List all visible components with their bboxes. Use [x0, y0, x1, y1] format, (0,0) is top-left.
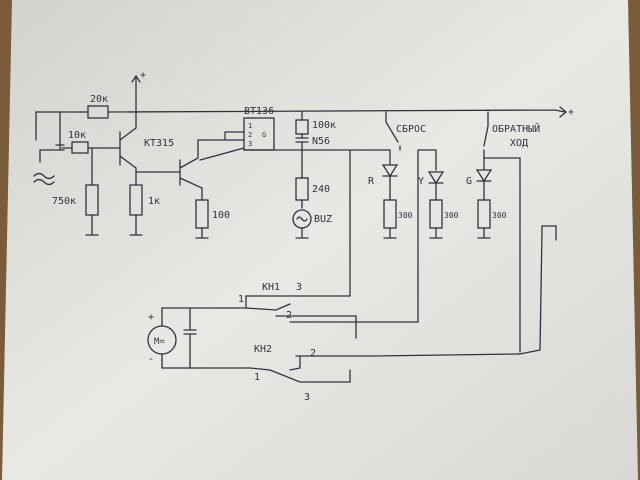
supply-plus-right: +	[568, 107, 574, 118]
circuit-labels: + + 20к 10к 750к КТ315 1к 100 BT136 1 2 …	[52, 70, 574, 403]
label-triac-pin3: 3	[248, 140, 252, 148]
label-triac-pin-g: G	[262, 131, 266, 139]
label-r-300-r: 300	[398, 211, 413, 220]
label-motor-minus: -	[148, 354, 154, 365]
label-r-100: 100	[212, 210, 230, 221]
label-kn1: КН1	[262, 282, 280, 293]
label-kn2: КН2	[254, 344, 272, 355]
label-c-n56: N56	[312, 136, 330, 147]
label-motor-plus: +	[148, 312, 154, 323]
label-transistor-1: КТ315	[144, 138, 174, 149]
supply-plus-top: +	[140, 70, 146, 81]
label-r-240: 240	[312, 184, 330, 195]
label-kn1-pin2: 2	[286, 310, 292, 321]
circuit-drawing	[33, 74, 568, 383]
label-led-y: Y	[418, 176, 424, 187]
label-r-1k: 1к	[148, 196, 160, 207]
label-r-300-g: 300	[492, 211, 507, 220]
label-led-g: G	[466, 176, 472, 187]
label-triac-pin1: 1	[248, 122, 252, 130]
label-reverse-2: ХОД	[510, 138, 528, 149]
label-triac: BT136	[244, 106, 274, 117]
label-r-750k: 750к	[52, 196, 76, 207]
label-kn1-pin1: 1	[238, 294, 244, 305]
label-triac-pin2: 2	[248, 131, 252, 139]
label-kn2-pin1: 1	[254, 372, 260, 383]
label-led-r: R	[368, 176, 375, 187]
label-r-20k: 20к	[90, 94, 108, 105]
label-r-10k: 10к	[68, 130, 86, 141]
label-r-100k: 100к	[312, 120, 336, 131]
label-reset: СБРОС	[396, 124, 426, 135]
label-kn2-pin3: 3	[304, 392, 310, 403]
label-kn1-pin3: 3	[296, 282, 302, 293]
label-buzzer: BUZ	[314, 214, 332, 225]
label-kn2-pin2: 2	[310, 348, 316, 359]
label-motor: M=	[154, 337, 165, 347]
label-r-300-y: 300	[444, 211, 459, 220]
label-reverse-1: ОБРАТНЫЙ	[492, 122, 540, 135]
